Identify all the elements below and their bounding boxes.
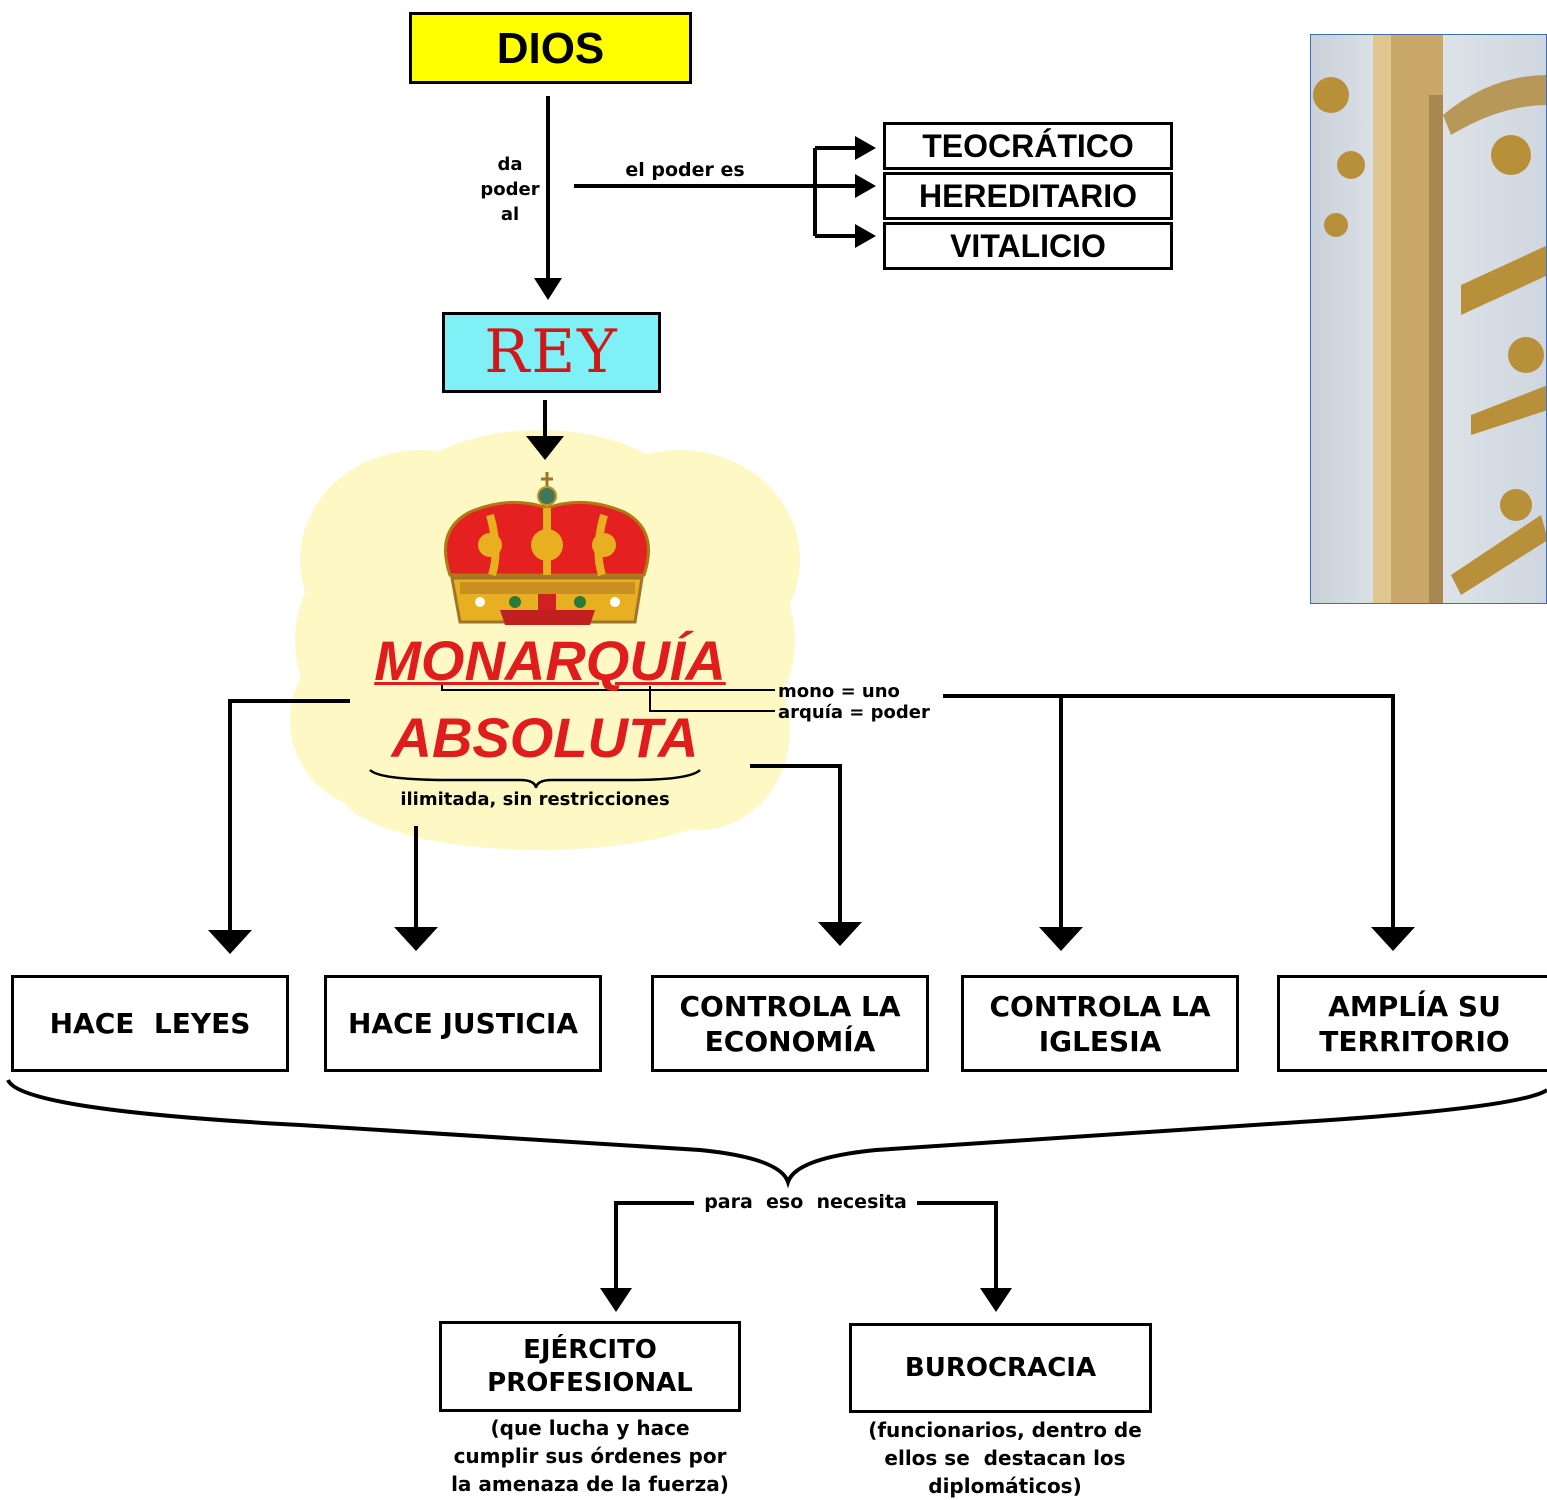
absoluta-title: ABSOLUTA: [391, 706, 699, 769]
golden-gate-illustration: [1313, 35, 1546, 603]
hace-leyes-box: HACE LEYES: [11, 975, 289, 1072]
para-eso-necesita-label: para eso necesita: [704, 1191, 907, 1213]
burocracia-box: BUROCRACIA: [849, 1323, 1152, 1413]
dios-box: DIOS: [409, 12, 692, 84]
teocratico-box: TEOCRÁTICO: [883, 122, 1173, 170]
da-poder-al-label: da poder al: [480, 154, 540, 225]
el-poder-es-label: el poder es: [625, 159, 745, 181]
ejercito-box: EJÉRCITO PROFESIONAL: [439, 1321, 741, 1412]
mono-label: mono = uno: [778, 681, 900, 702]
monarquia-title: MONARQUÍA: [374, 629, 726, 692]
ejercito-note: (que lucha y hace cumplir sus órdenes po…: [451, 1416, 729, 1496]
burocracia-note: (funcionarios, dentro de ellos se destac…: [868, 1418, 1142, 1498]
royal-crown-icon: [444, 472, 650, 625]
controla-economia-box: CONTROLA LA ECONOMÍA: [651, 975, 929, 1072]
dios-label: DIOS: [496, 23, 605, 73]
ilimitada-label: ilimitada, sin restricciones: [400, 789, 670, 810]
hace-justicia-box: HACE JUSTICIA: [324, 975, 602, 1072]
hereditario-box: HEREDITARIO: [883, 172, 1173, 220]
controla-iglesia-box: CONTROLA LA IGLESIA: [961, 975, 1239, 1072]
rey-label: REY: [484, 317, 619, 387]
arquia-label: arquía = poder: [778, 702, 930, 723]
amplia-territorio-box: AMPLÍA SU TERRITORIO: [1277, 975, 1547, 1072]
golden-gate-photo: [1310, 34, 1547, 604]
rey-box: REY: [442, 312, 661, 393]
vitalicio-box: VITALICIO: [883, 222, 1173, 270]
